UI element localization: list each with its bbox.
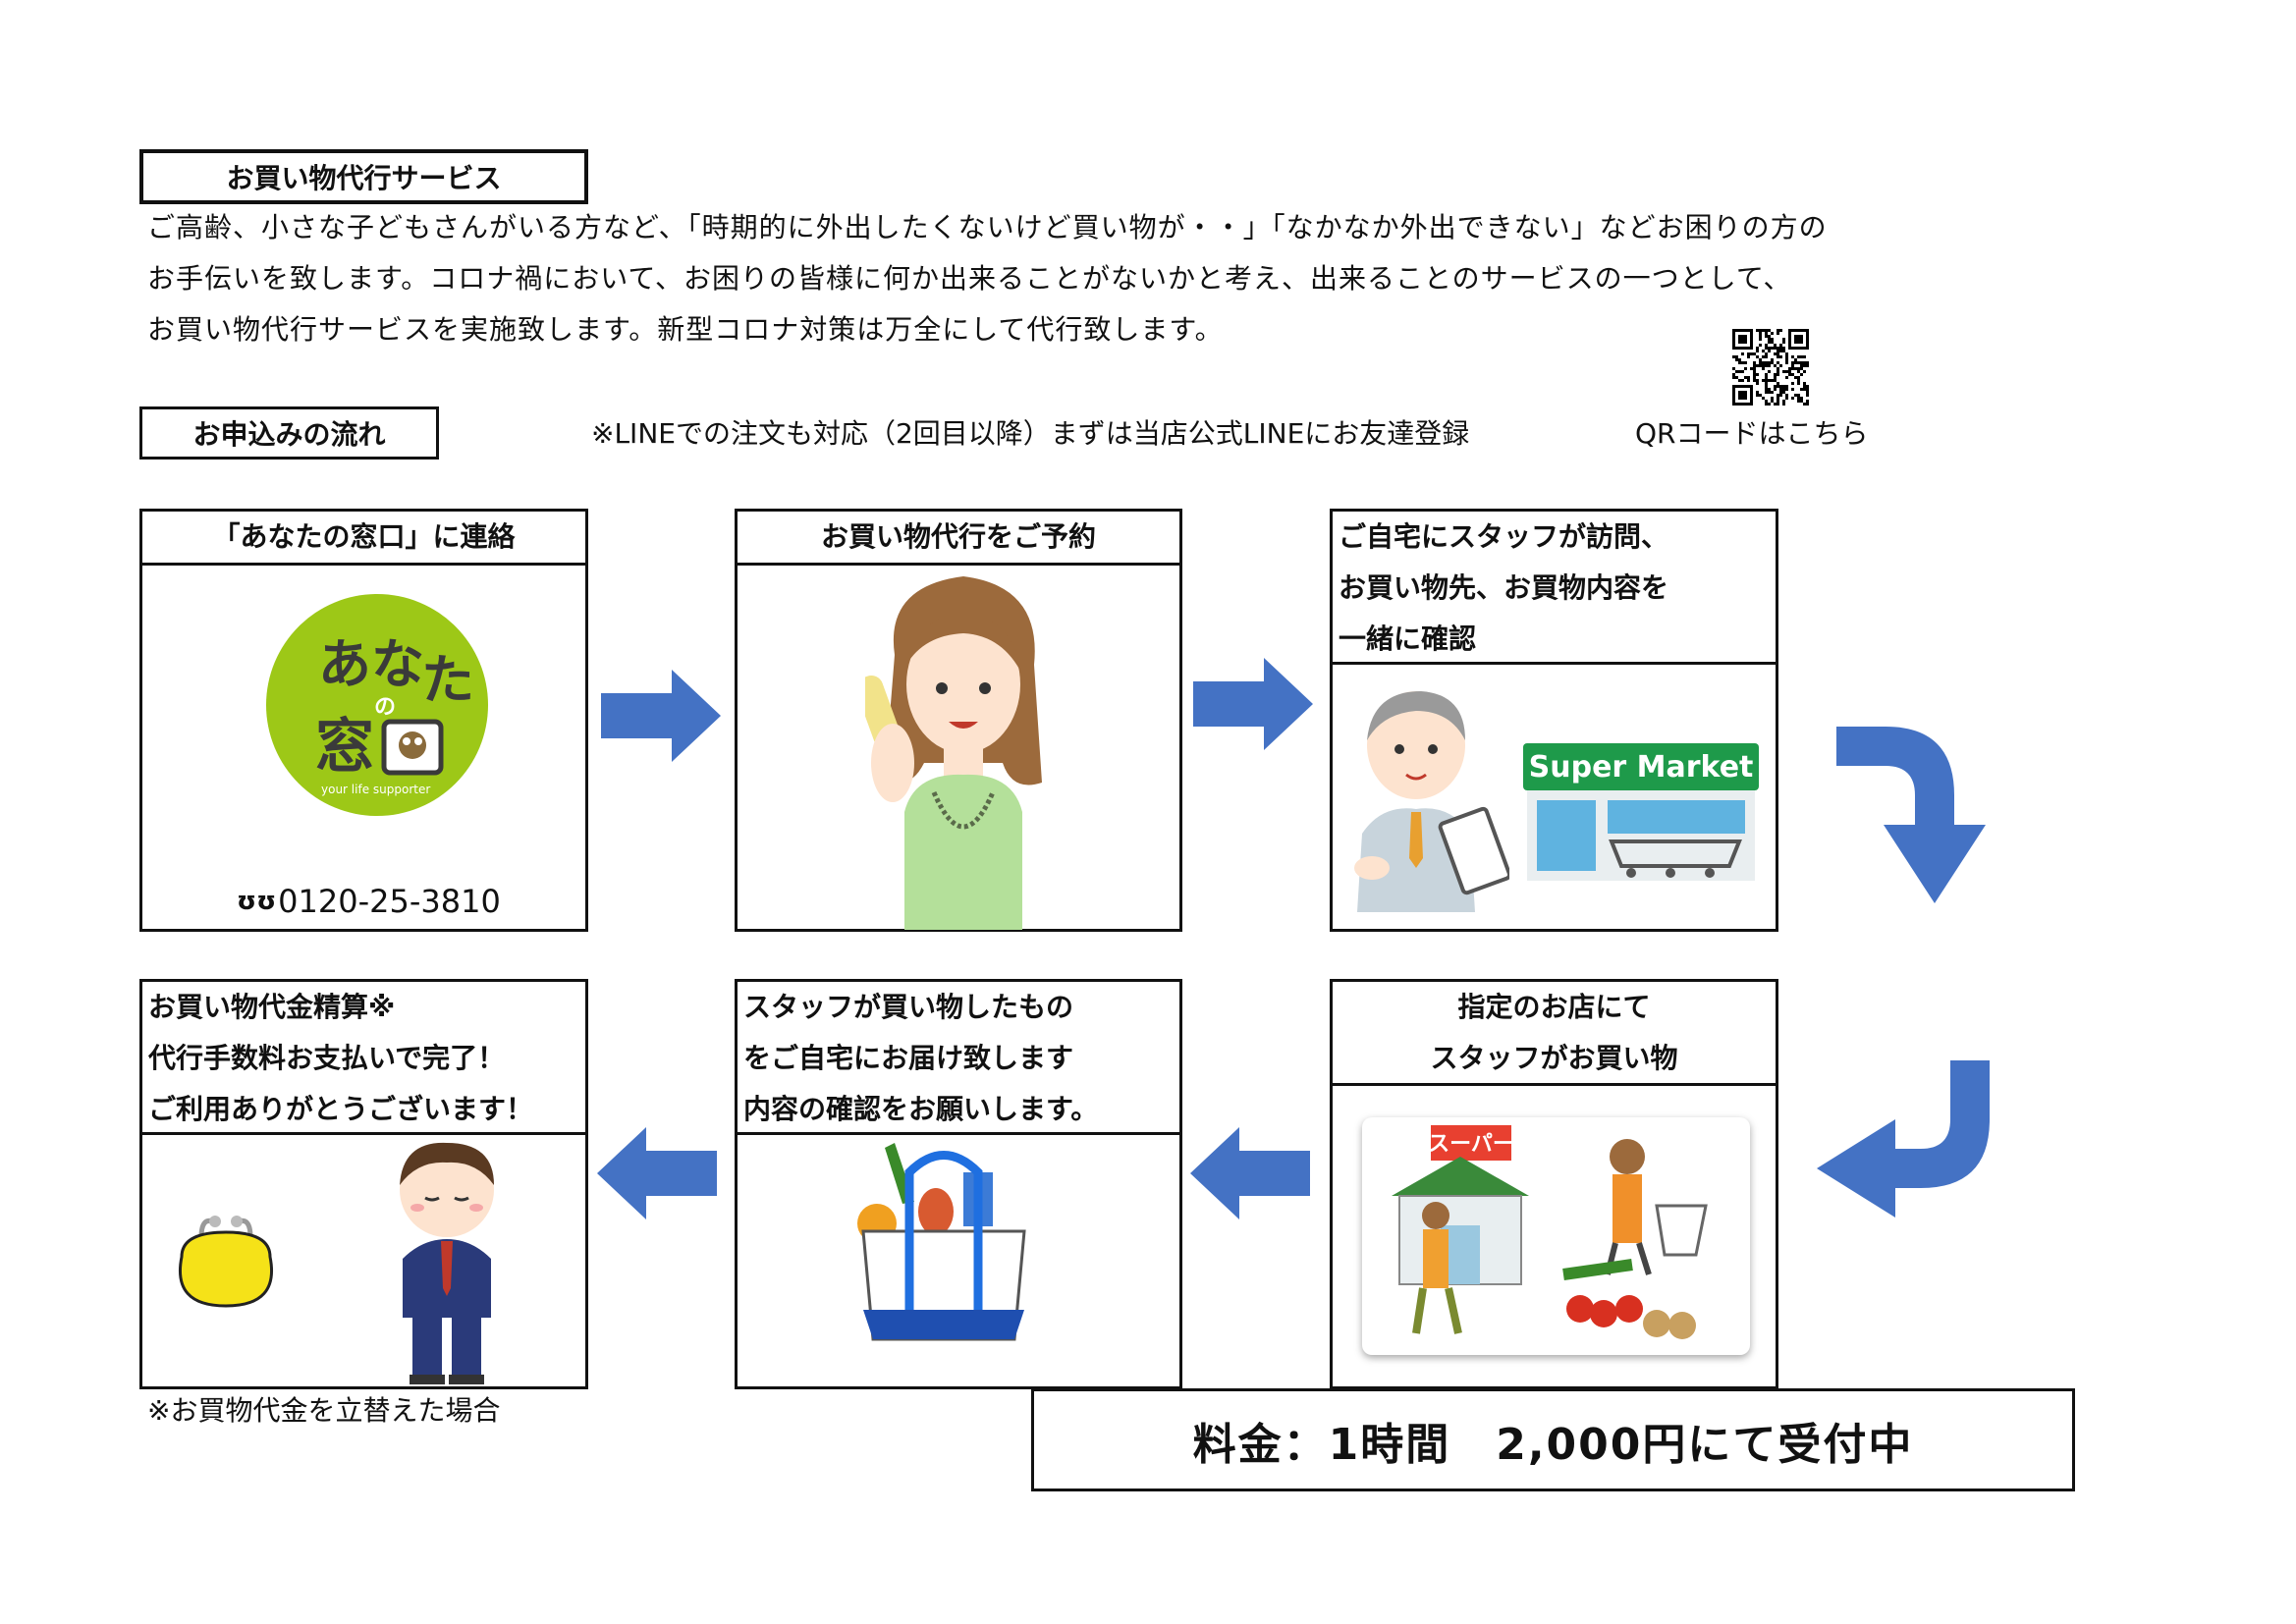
step-3-label-line: 一緒に確認: [1339, 623, 1477, 655]
shopping-bag-illustration: [855, 1143, 1032, 1349]
freedial-icon: ʊʊ: [237, 887, 277, 916]
qr-label-text: QRコードはこちら: [1635, 417, 1869, 450]
phone-number[interactable]: ʊʊ 0120-25-3810: [237, 883, 501, 920]
step-6-header: お買い物代金精算※ 代行手数料お支払いで完了！ ご利用ありがとうございます！: [142, 982, 585, 1135]
logo-text-top2: た: [421, 649, 474, 711]
flow-title-text: お申込みの流れ: [192, 418, 386, 451]
qr-code-icon[interactable]: [1732, 329, 1809, 406]
phone-number-text: 0120-25-3810: [278, 883, 501, 920]
step-4-label-line: スタッフがお買い物: [1430, 1042, 1678, 1074]
store-sign-text: スーパー: [1428, 1132, 1514, 1157]
step-4-label-line: 指定のお店にて: [1457, 991, 1651, 1023]
price-banner: 料金：1時間 2,000円にて受付中: [1031, 1388, 2075, 1491]
logo-text-bottom: 窓: [315, 713, 374, 782]
step-5-header: スタッフが買い物したもの をご自宅にお届け致します 内容の確認をお願いします。: [738, 982, 1179, 1135]
step-5-label-line: スタッフが買い物したもの: [743, 991, 1074, 1023]
supermarket-shopping-illustration: スーパー: [1362, 1117, 1750, 1355]
step-6-label-line: 代行手数料お支払いで完了！: [148, 1042, 506, 1074]
bowing-staff-illustration: [378, 1141, 516, 1386]
footnote: ※お買物代金を立替えた場合: [147, 1389, 500, 1429]
arrow-icon: [1193, 658, 1313, 750]
price-text: 料金：1時間 2,000円にて受付中: [1192, 1419, 1914, 1470]
coin-purse-icon: [172, 1208, 280, 1316]
step-3-label-line: ご自宅にスタッフが訪問、: [1339, 520, 1669, 553]
logo-text-top: あな: [318, 633, 424, 695]
anata-no-madoguchi-logo: あな た の 窓 your life supporter: [264, 592, 490, 818]
supermarket-sign-text: Super Market: [1529, 750, 1754, 785]
logo-tagline: your life supporter: [321, 783, 430, 796]
arrow-icon: [1817, 1060, 1990, 1218]
arrow-icon: [601, 670, 721, 762]
logo-text-no: の: [374, 695, 396, 720]
step-1-label: 「あなたの窓口」に連絡: [212, 520, 516, 553]
arrow-icon: [597, 1127, 717, 1219]
qr-label: QRコードはこちら: [1635, 412, 1869, 452]
supermarket-illustration: Super Market: [1523, 743, 1759, 881]
step-3-visit: ご自宅にスタッフが訪問、 お買い物先、お買物内容を 一緒に確認 Super Ma…: [1330, 509, 1778, 932]
step-6-label-line: ご利用ありがとうございます！: [148, 1093, 534, 1125]
step-1-contact: 「あなたの窓口」に連絡 あな た の 窓 your life supporter…: [139, 509, 588, 932]
description-line: お手伝いを致します。コロナ禍において、お困りの皆様に何か出来ることがないかと考え…: [147, 262, 1792, 295]
description-line: ご高齢、小さな子どもさんがいる方など、「時期的に外出したくないけど買い物が・・」…: [147, 211, 1828, 244]
staff-clipboard-illustration: [1352, 686, 1509, 912]
step-5-label-line: 内容の確認をお願いします。: [743, 1093, 1099, 1125]
footnote-text: ※お買物代金を立替えた場合: [147, 1394, 501, 1427]
step-6-label-line: お買い物代金精算※: [148, 991, 396, 1023]
step-2-header: お買い物代行をご予約: [738, 512, 1179, 566]
step-2-reservation: お買い物代行をご予約: [735, 509, 1182, 932]
step-5-label-line: をご自宅にお届け致します: [743, 1042, 1074, 1074]
step-2-label: お買い物代行をご予約: [820, 520, 1096, 553]
flow-title: お申込みの流れ: [139, 406, 439, 460]
service-title-text: お買い物代行サービス: [226, 162, 502, 194]
service-description: ご高齢、小さな子どもさんがいる方など、「時期的に外出したくないけど買い物が・・」…: [147, 202, 2013, 355]
arrow-icon: [1190, 1127, 1310, 1219]
step-1-header: 「あなたの窓口」に連絡: [142, 512, 585, 566]
step-5-delivery: スタッフが買い物したもの をご自宅にお届け致します 内容の確認をお願いします。: [735, 979, 1182, 1389]
line-note: ※LINEでの注文も対応（2回目以降）まずは当店公式LINEにお友達登録: [591, 412, 1469, 452]
woman-phone-illustration: [865, 567, 1062, 930]
step-4-header: 指定のお店にて スタッフがお買い物: [1333, 982, 1776, 1086]
arrow-icon: [1836, 727, 1994, 903]
step-6-payment: お買い物代金精算※ 代行手数料お支払いで完了！ ご利用ありがとうございます！: [139, 979, 588, 1389]
service-title: お買い物代行サービス: [139, 149, 588, 204]
step-3-label-line: お買い物先、お買物内容を: [1339, 571, 1669, 604]
line-note-text: ※LINEでの注文も対応（2回目以降）まずは当店公式LINEにお友達登録: [591, 417, 1470, 450]
step-3-header: ご自宅にスタッフが訪問、 お買い物先、お買物内容を 一緒に確認: [1333, 512, 1776, 665]
description-line: お買い物代行サービスを実施致します。新型コロナ対策は万全にして代行致します。: [147, 313, 1224, 346]
step-4-shopping: 指定のお店にて スタッフがお買い物 スーパー: [1330, 979, 1778, 1389]
